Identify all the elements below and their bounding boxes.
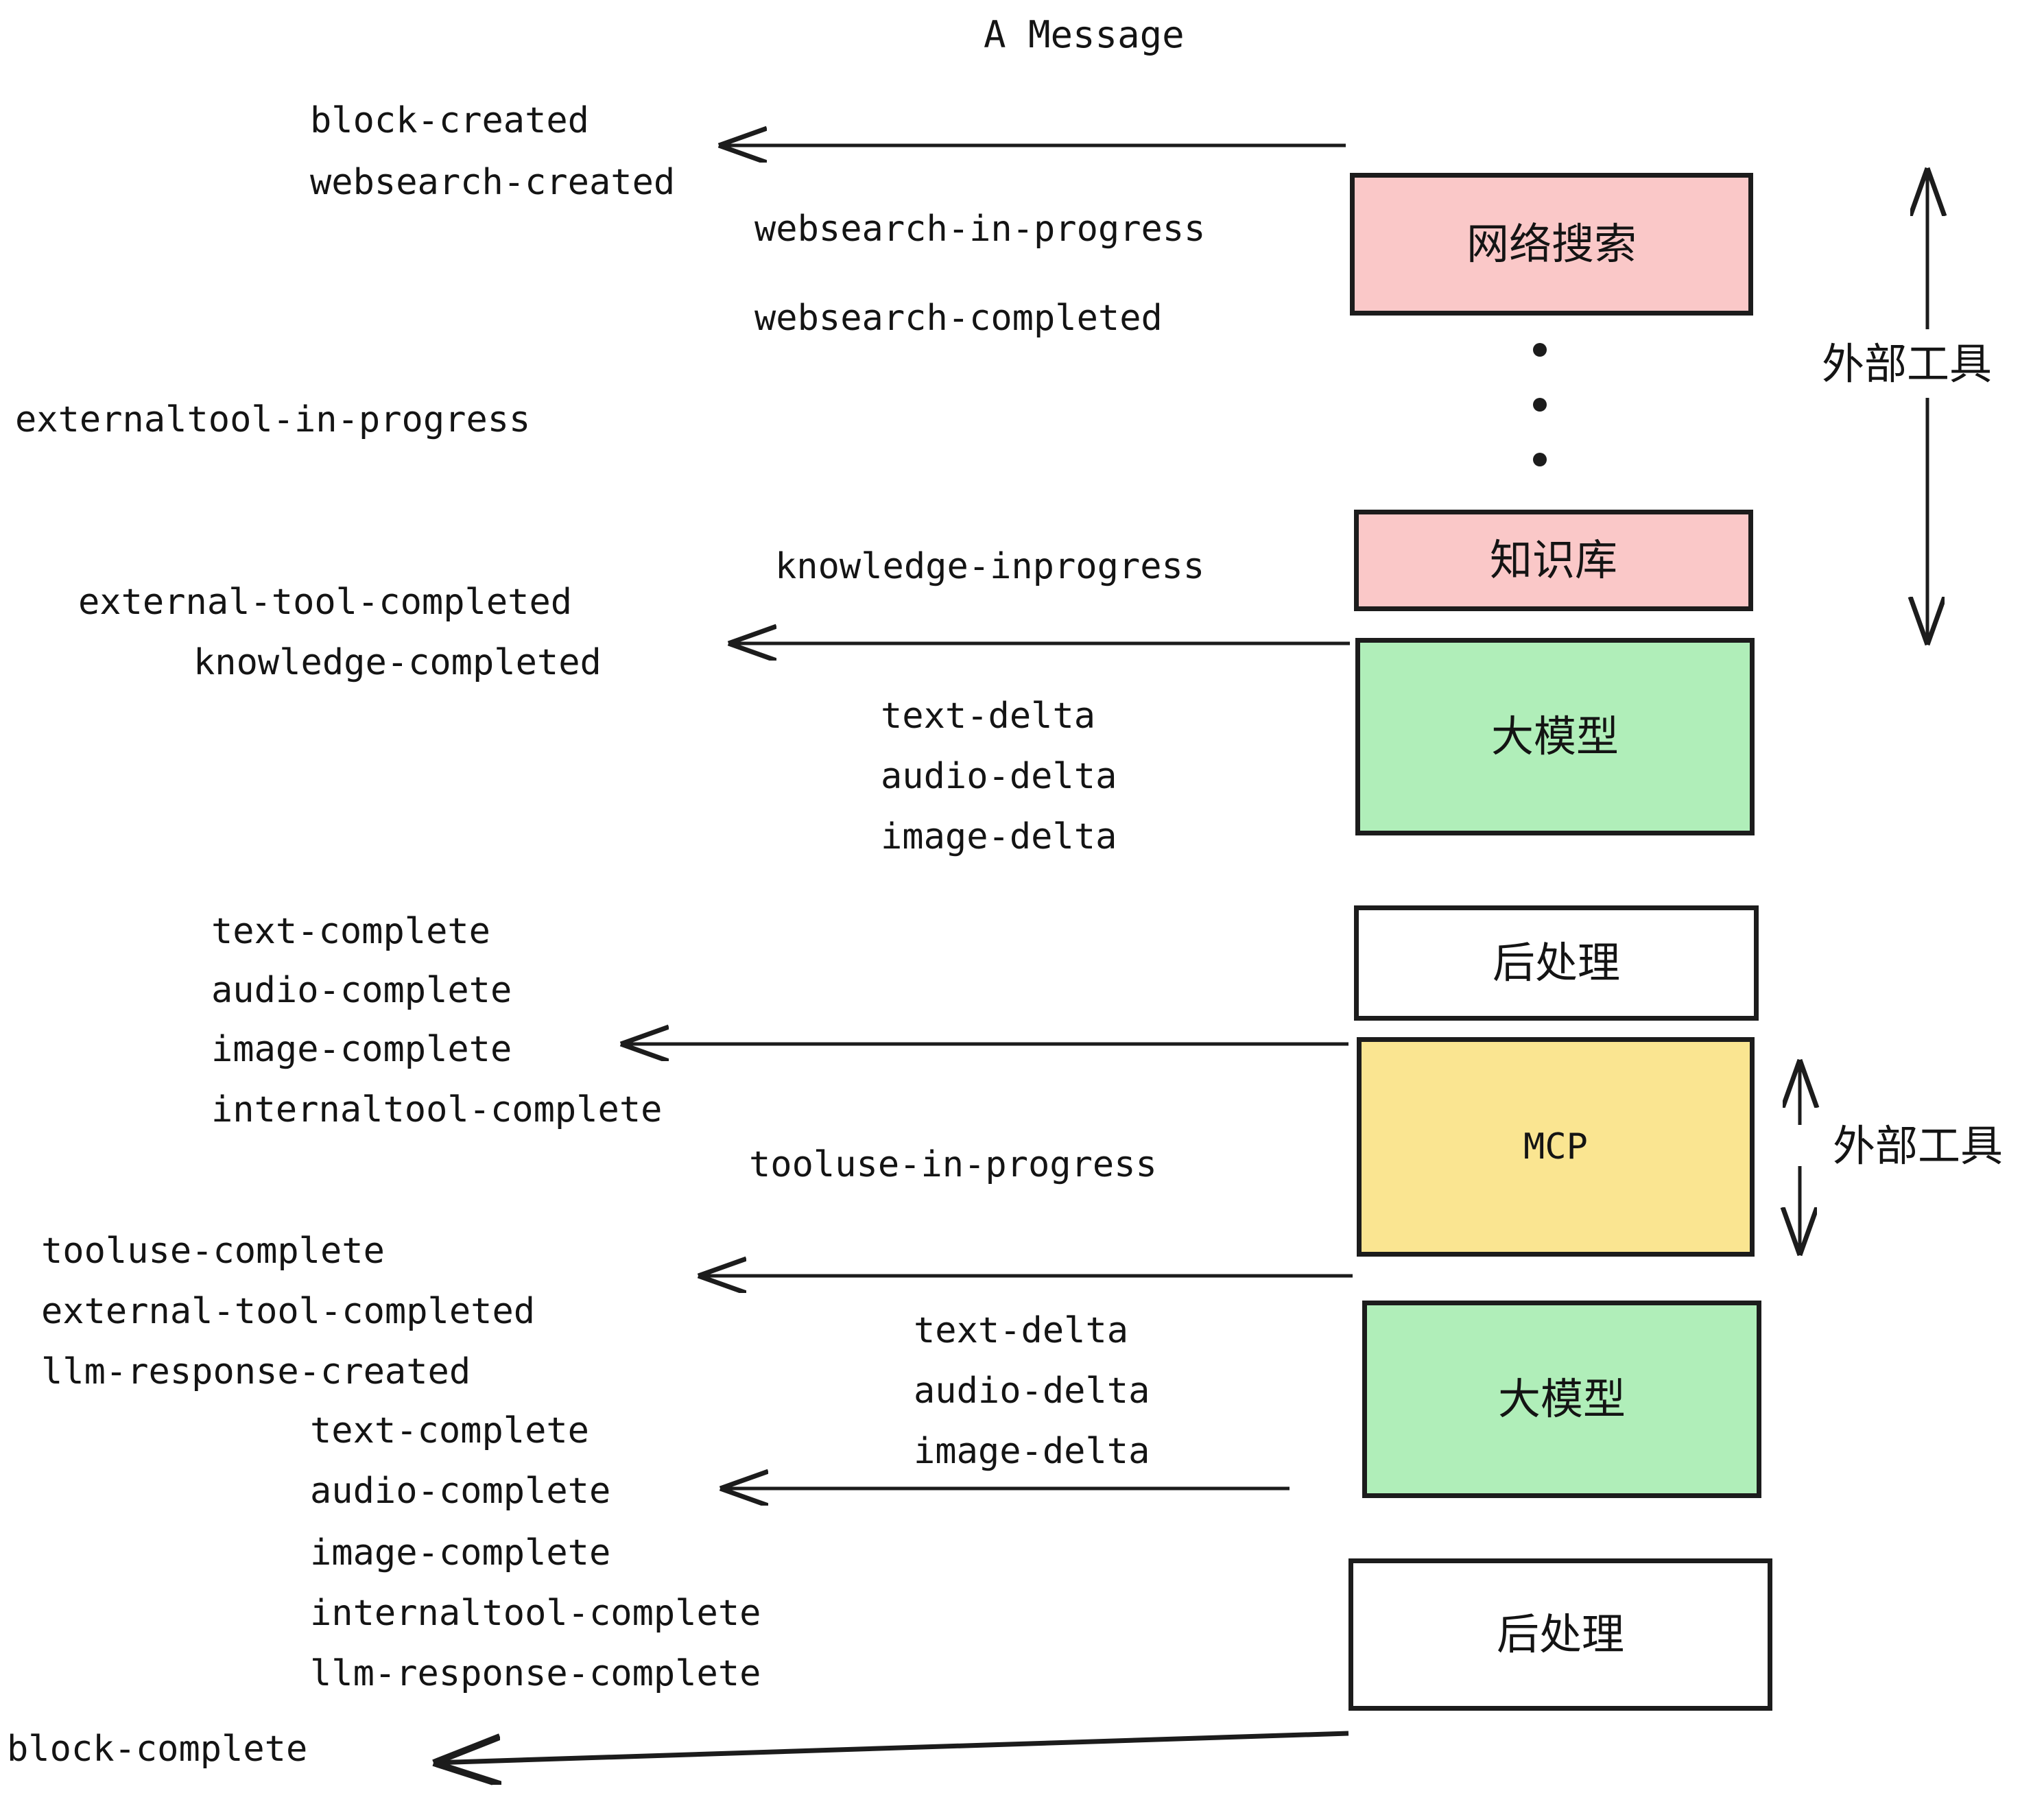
event-audio-delta-1: audio-delta [881,756,1117,797]
node-knowledge[interactable]: 知识库 [1354,510,1753,611]
node-mcp[interactable]: MCP [1357,1037,1755,1257]
node-llm-2-label: 大模型 [1497,1374,1626,1424]
event-tooluse-in-progress: tooluse-in-progress [749,1144,1157,1185]
event-llm-response-created: llm-response-created [41,1351,471,1392]
event-image-complete-2: image-complete [310,1532,611,1574]
event-knowledge-completed: knowledge-completed [193,642,602,683]
node-llm-2[interactable]: 大模型 [1362,1301,1761,1498]
event-websearch-created: websearch-created [310,162,676,203]
event-text-delta-1: text-delta [881,696,1096,737]
arrow-postprocess2-to-block-complete [433,1731,1349,1763]
event-externaltool-in-progress: externaltool-in-progress [15,399,531,440]
event-external-tool-completed-2: external-tool-completed [41,1291,536,1332]
event-internaltool-complete-2: internaltool-complete [310,1593,761,1634]
ellipsis-dot-2 [1533,398,1547,412]
event-text-complete-2: text-complete [310,1410,589,1451]
event-block-created: block-created [310,100,589,141]
event-image-delta-1: image-delta [881,816,1117,857]
event-audio-complete-1: audio-complete [211,970,512,1011]
label-external-tool-top: 外部工具 [1822,339,1993,389]
event-external-tool-completed-1: external-tool-completed [78,582,573,623]
event-block-complete: block-complete [7,1729,308,1770]
node-postprocess-2[interactable]: 后处理 [1348,1558,1772,1711]
node-postprocess-1[interactable]: 后处理 [1354,905,1759,1021]
event-text-complete-1: text-complete [211,911,490,952]
event-image-delta-2: image-delta [914,1431,1150,1472]
event-internaltool-complete-1: internaltool-complete [211,1089,663,1130]
node-postprocess-1-label: 后处理 [1492,938,1620,988]
node-mcp-label: MCP [1523,1126,1588,1167]
event-llm-response-complete: llm-response-complete [310,1653,761,1694]
page-title: A Message [984,13,1185,56]
event-text-delta-2: text-delta [914,1310,1129,1351]
event-websearch-completed: websearch-completed [754,298,1163,339]
label-external-tool-bottom: 外部工具 [1833,1121,2004,1171]
node-llm-1[interactable]: 大模型 [1355,638,1755,835]
event-audio-delta-2: audio-delta [914,1370,1150,1412]
event-image-complete-1: image-complete [211,1029,512,1070]
event-knowledge-inprogress: knowledge-inprogress [775,546,1205,587]
node-postprocess-2-label: 后处理 [1496,1609,1624,1659]
event-tooluse-complete: tooluse-complete [41,1231,385,1272]
event-audio-complete-2: audio-complete [310,1471,611,1512]
event-websearch-in-progress: websearch-in-progress [754,209,1206,250]
ellipsis-dot-1 [1533,343,1547,357]
node-knowledge-label: 知识库 [1489,535,1617,585]
node-websearch[interactable]: 网络搜索 [1350,173,1753,316]
ellipsis-dot-3 [1533,453,1547,466]
node-websearch-label: 网络搜索 [1466,219,1637,269]
node-llm-1-label: 大模型 [1490,711,1619,761]
